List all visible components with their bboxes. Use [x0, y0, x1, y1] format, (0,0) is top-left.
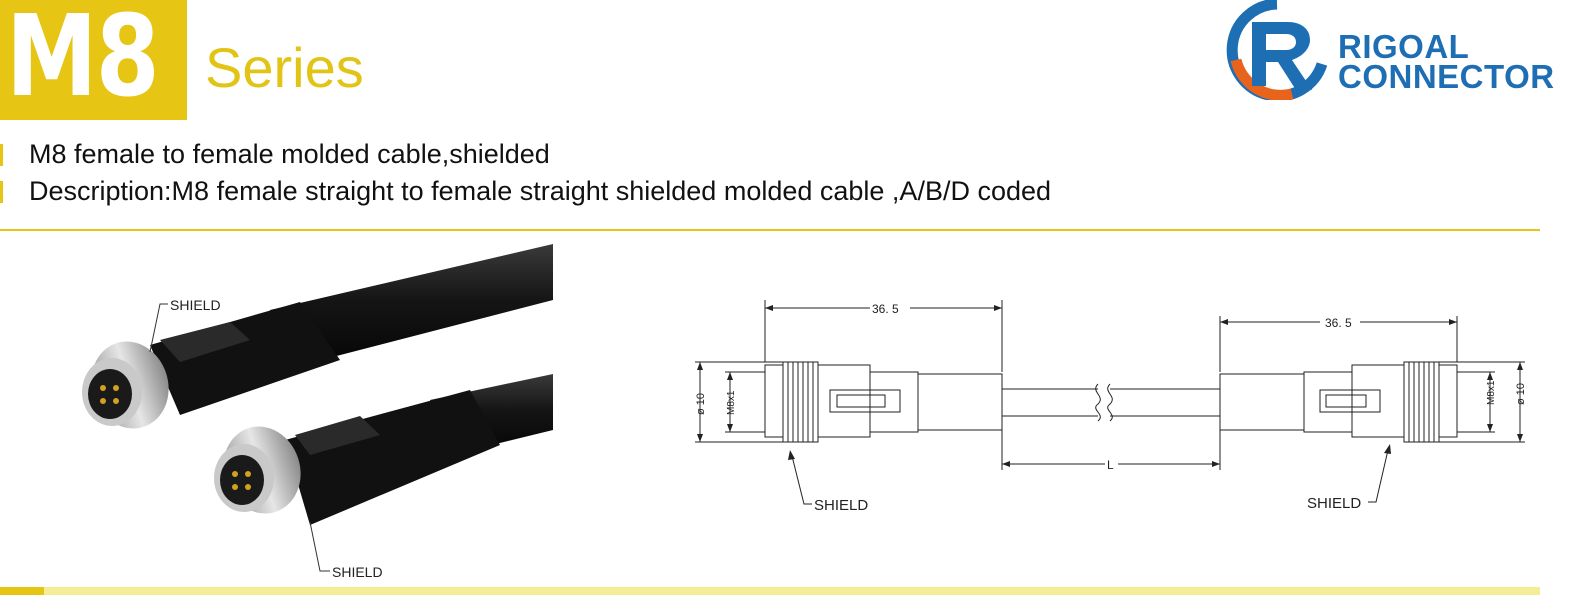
footer-accent: [0, 587, 44, 595]
series-badge: M8: [0, 0, 187, 120]
dim-left-diameter: ø 10: [695, 393, 707, 415]
logo-text-rigoal: RIGOAL: [1338, 28, 1470, 65]
logo-text-connector: CONNECTOR: [1338, 58, 1555, 95]
footer-bar: [0, 587, 1540, 595]
right-knurl: [1408, 362, 1435, 442]
shield-leader-top: [149, 303, 168, 353]
bullet-description-text: Description:M8 female straight to female…: [29, 176, 1052, 206]
shield-label-top: SHIELD: [170, 297, 221, 313]
shield-label-right: SHIELD: [1307, 495, 1361, 512]
product-photo: SHIELD SHIELD: [82, 244, 553, 580]
dim-right-diameter: ø 10: [1515, 383, 1527, 405]
left-knurl: [787, 362, 814, 442]
dim-right-length: 36. 5: [1325, 316, 1352, 330]
bullet-title-text: M8 female to female molded cable,shielde…: [29, 139, 550, 169]
technical-drawing: 36. 5 36. 5 L ø 10 M8x1 ø 10 M8x1 SHIELD…: [695, 300, 1527, 514]
dim-left-length: 36. 5: [872, 302, 899, 316]
shield-label-left: SHIELD: [814, 497, 868, 514]
company-logo: RIGOAL CONNECTOR: [1222, 0, 1555, 102]
upper-cable: [82, 244, 553, 429]
dim-left-thread: M8x1: [726, 390, 737, 415]
badge-text: M8: [6, 0, 160, 122]
section-divider: [0, 229, 1540, 231]
dim-cable-length: L: [1107, 458, 1114, 472]
bullet-marker: [0, 181, 3, 203]
bullet-marker: [0, 144, 3, 166]
logo-mark-icon: [1226, 0, 1328, 102]
shield-leader-bottom: [309, 521, 330, 572]
lower-cable: [214, 374, 553, 525]
series-title: Series: [205, 36, 364, 99]
dim-right-thread: M8x1: [1486, 380, 1497, 405]
shield-label-bottom: SHIELD: [332, 564, 383, 580]
